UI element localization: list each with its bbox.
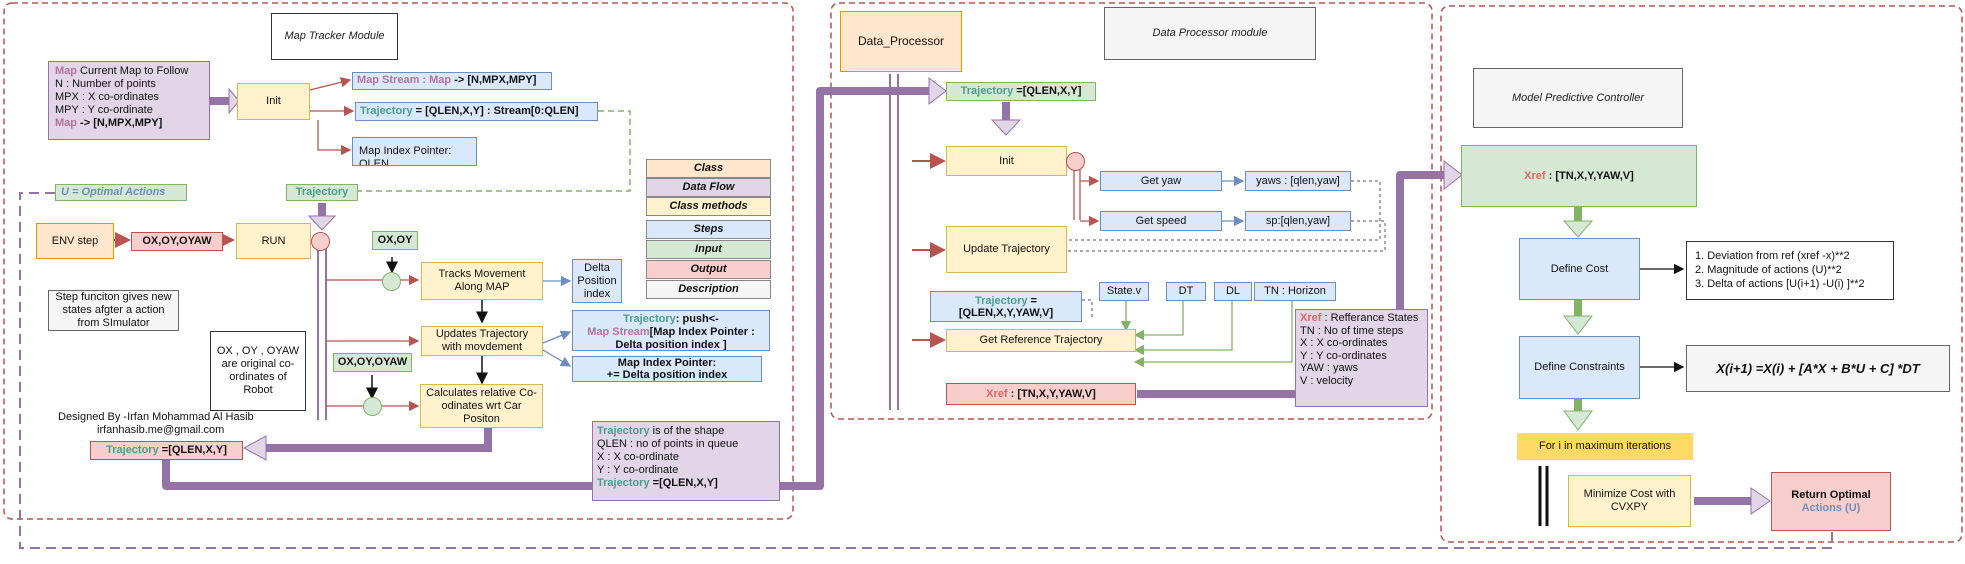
trajectory-output: Trajectory =[QLEN,X,Y]	[90, 441, 243, 460]
sp-output: sp:[qlen,yaw]	[1245, 211, 1351, 231]
init-method[interactable]: Init	[237, 83, 310, 120]
calc-junction	[363, 397, 382, 416]
calculates-relative-step[interactable]: Calculates relative Co-odinates wrt Car …	[420, 384, 543, 428]
minimize-cost-step[interactable]: Minimize Cost with CVXPY	[1568, 475, 1691, 527]
iteration-loop: For i in maximum iterations	[1517, 433, 1693, 460]
tracks-movement-step[interactable]: Tracks Movement Along MAP	[421, 262, 543, 300]
trajectory-shape-description: Trajectory is of the shape QLEN : no of …	[592, 421, 780, 501]
map-description: Map Current Map to Follow N : Number of …	[48, 61, 210, 140]
ox-oy-oyaw-input-2: OX,OY,OYAW	[333, 353, 412, 372]
get-yaw-step[interactable]: Get yaw	[1100, 171, 1222, 191]
tracks-junction	[382, 272, 401, 291]
dp-init-junction	[1066, 152, 1085, 171]
delta-position-index: Delta Position index	[572, 259, 622, 303]
ox-description: OX , OY , OYAW are original co-ordinates…	[210, 331, 306, 411]
legend-class: Class	[646, 159, 771, 178]
legend-output: Output	[646, 260, 771, 279]
yaws-output: yaws : [qlen,yaw]	[1245, 171, 1351, 191]
dl-input: DL	[1214, 282, 1252, 301]
ox-oy-input: OX,OY	[372, 231, 418, 250]
legend-data-flow: Data Flow	[646, 178, 771, 197]
legend-steps: Steps	[646, 220, 771, 239]
map-index-pointer: Map Index Pointer: QLEN	[352, 137, 477, 166]
data-processor-title: Data Processor module	[1104, 7, 1316, 60]
legend-class-methods: Class methods	[646, 197, 771, 216]
updates-trajectory-step[interactable]: Updates Trajectory with movdement	[421, 326, 543, 356]
step-description: Step funciton gives new states afgter a …	[48, 290, 179, 331]
run-junction	[311, 232, 330, 251]
map-stream-output: Map Stream : Map -> [N,MPX,MPY]	[352, 72, 552, 90]
dt-input: DT	[1166, 282, 1206, 301]
trajectory-input: Trajectory =[QLEN,X,Y]	[946, 82, 1096, 101]
legend-input: Input	[646, 240, 771, 259]
u-optimal-actions-label: U = Optimal Actions	[55, 184, 187, 201]
dynamics-equation: X(i+1) =X(i) + [A*X + B*U + C] *DT	[1686, 345, 1950, 392]
get-speed-step[interactable]: Get speed	[1100, 211, 1222, 231]
run-method[interactable]: RUN	[236, 223, 311, 259]
get-reference-trajectory-method[interactable]: Get Reference Trajectory	[946, 329, 1136, 352]
xref-output: Xref : [TN,X,Y,YAW,V]	[946, 383, 1136, 405]
xref-description: Xref : Refferance States TN : No of time…	[1295, 309, 1428, 407]
return-optimal-actions: Return Optimal Actions (U)	[1771, 472, 1891, 531]
ox-oy-oyaw-input: OX,OY,OYAW	[131, 232, 223, 251]
env-step[interactable]: ENV step	[36, 223, 114, 259]
trajectory-push-note: Trajectory: push<- Map Stream[Map Index …	[572, 310, 770, 351]
tn-horizon-input: TN : Horizon	[1254, 282, 1336, 301]
update-trajectory-method[interactable]: Update Trajectory	[946, 226, 1067, 273]
data-processor-class[interactable]: Data_Processor	[840, 11, 962, 72]
trajectory-tag: Trajectory	[286, 184, 358, 201]
define-constraints-step[interactable]: Define Constraints	[1519, 336, 1640, 399]
state-v-input: State.v	[1099, 282, 1149, 301]
trajectory-yaw-v: Trajectory = [QLEN,X,Y,YAW,V]	[930, 291, 1082, 322]
mpc-xref-input: Xref : [TN,X,Y,YAW,V]	[1461, 145, 1697, 207]
legend-description: Description	[646, 280, 771, 299]
dp-init-method[interactable]: Init	[946, 146, 1067, 176]
designer-email: irfanhasib.me@gmail.com	[97, 424, 225, 436]
define-cost-step[interactable]: Define Cost	[1519, 238, 1640, 300]
map-key: Map	[55, 65, 77, 77]
data-processor-frame	[830, 2, 1433, 420]
mpc-title: Model Predictive Controller	[1473, 68, 1683, 128]
mpc-frame	[1440, 5, 1963, 543]
cost-terms: 1. Deviation from ref (xref -x)**2 2. Ma…	[1686, 241, 1894, 300]
map-tracker-title: Map Tracker Module	[271, 13, 398, 60]
designer-credit: Designed By -Irfan Mohammad Al Hasib	[58, 411, 254, 423]
map-tracker-frame	[3, 2, 794, 520]
trajectory-init-output: Trajectory = [QLEN,X,Y] : Stream[0:QLEN]	[355, 102, 598, 121]
map-index-pointer-update: Map Index Pointer: += Delta position ind…	[572, 356, 762, 382]
